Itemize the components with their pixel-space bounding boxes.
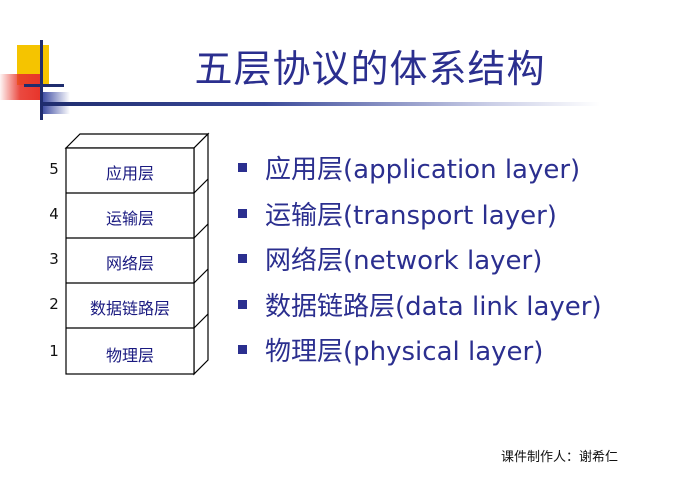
title-underline — [40, 102, 600, 106]
layer-label: 应用层 — [105, 164, 154, 183]
bullet-text: 网络层(network layer) — [265, 246, 543, 277]
stack-box-outline — [64, 132, 210, 376]
list-item: 应用层(application layer) — [238, 145, 678, 191]
list-item: 运输层(transport layer) — [238, 191, 678, 237]
bullet-text: 应用层(application layer) — [265, 155, 581, 186]
slide-logo-icon — [0, 40, 70, 120]
list-item: 数据链路层(data link layer) — [238, 282, 678, 328]
layer-label: 物理层 — [105, 346, 154, 365]
square-bullet-icon — [238, 299, 247, 309]
square-bullet-icon — [238, 345, 247, 355]
layer-number: 5 — [49, 160, 59, 178]
square-bullet-icon — [238, 208, 247, 218]
bullet-text: 物理层(physical layer) — [265, 337, 544, 368]
layer-number: 1 — [49, 342, 59, 360]
bullet-text: 数据链路层(data link layer) — [265, 291, 602, 322]
layer-label: 网络层 — [105, 254, 154, 273]
layer-number: 3 — [49, 250, 59, 268]
author-credit: 课件制作人：谢希仁 — [500, 450, 618, 465]
list-item: 物理层(physical layer) — [238, 327, 678, 373]
bullet-text: 运输层(transport layer) — [265, 200, 557, 231]
layer-number: 4 — [49, 205, 59, 223]
protocol-stack-diagram: 5 应用层 4 运输层 3 网络层 2 数据链路层 1 物理层 — [40, 130, 220, 380]
square-bullet-icon — [238, 254, 247, 264]
layer-label: 数据链路层 — [89, 299, 170, 318]
square-bullet-icon — [238, 163, 247, 173]
layer-bullet-list: 应用层(application layer) 运输层(transport lay… — [238, 145, 678, 373]
slide-title: 五层协议的体系结构 — [194, 47, 546, 91]
list-item: 网络层(network layer) — [238, 236, 678, 282]
layer-number: 2 — [49, 295, 59, 313]
layer-label: 运输层 — [105, 209, 154, 228]
